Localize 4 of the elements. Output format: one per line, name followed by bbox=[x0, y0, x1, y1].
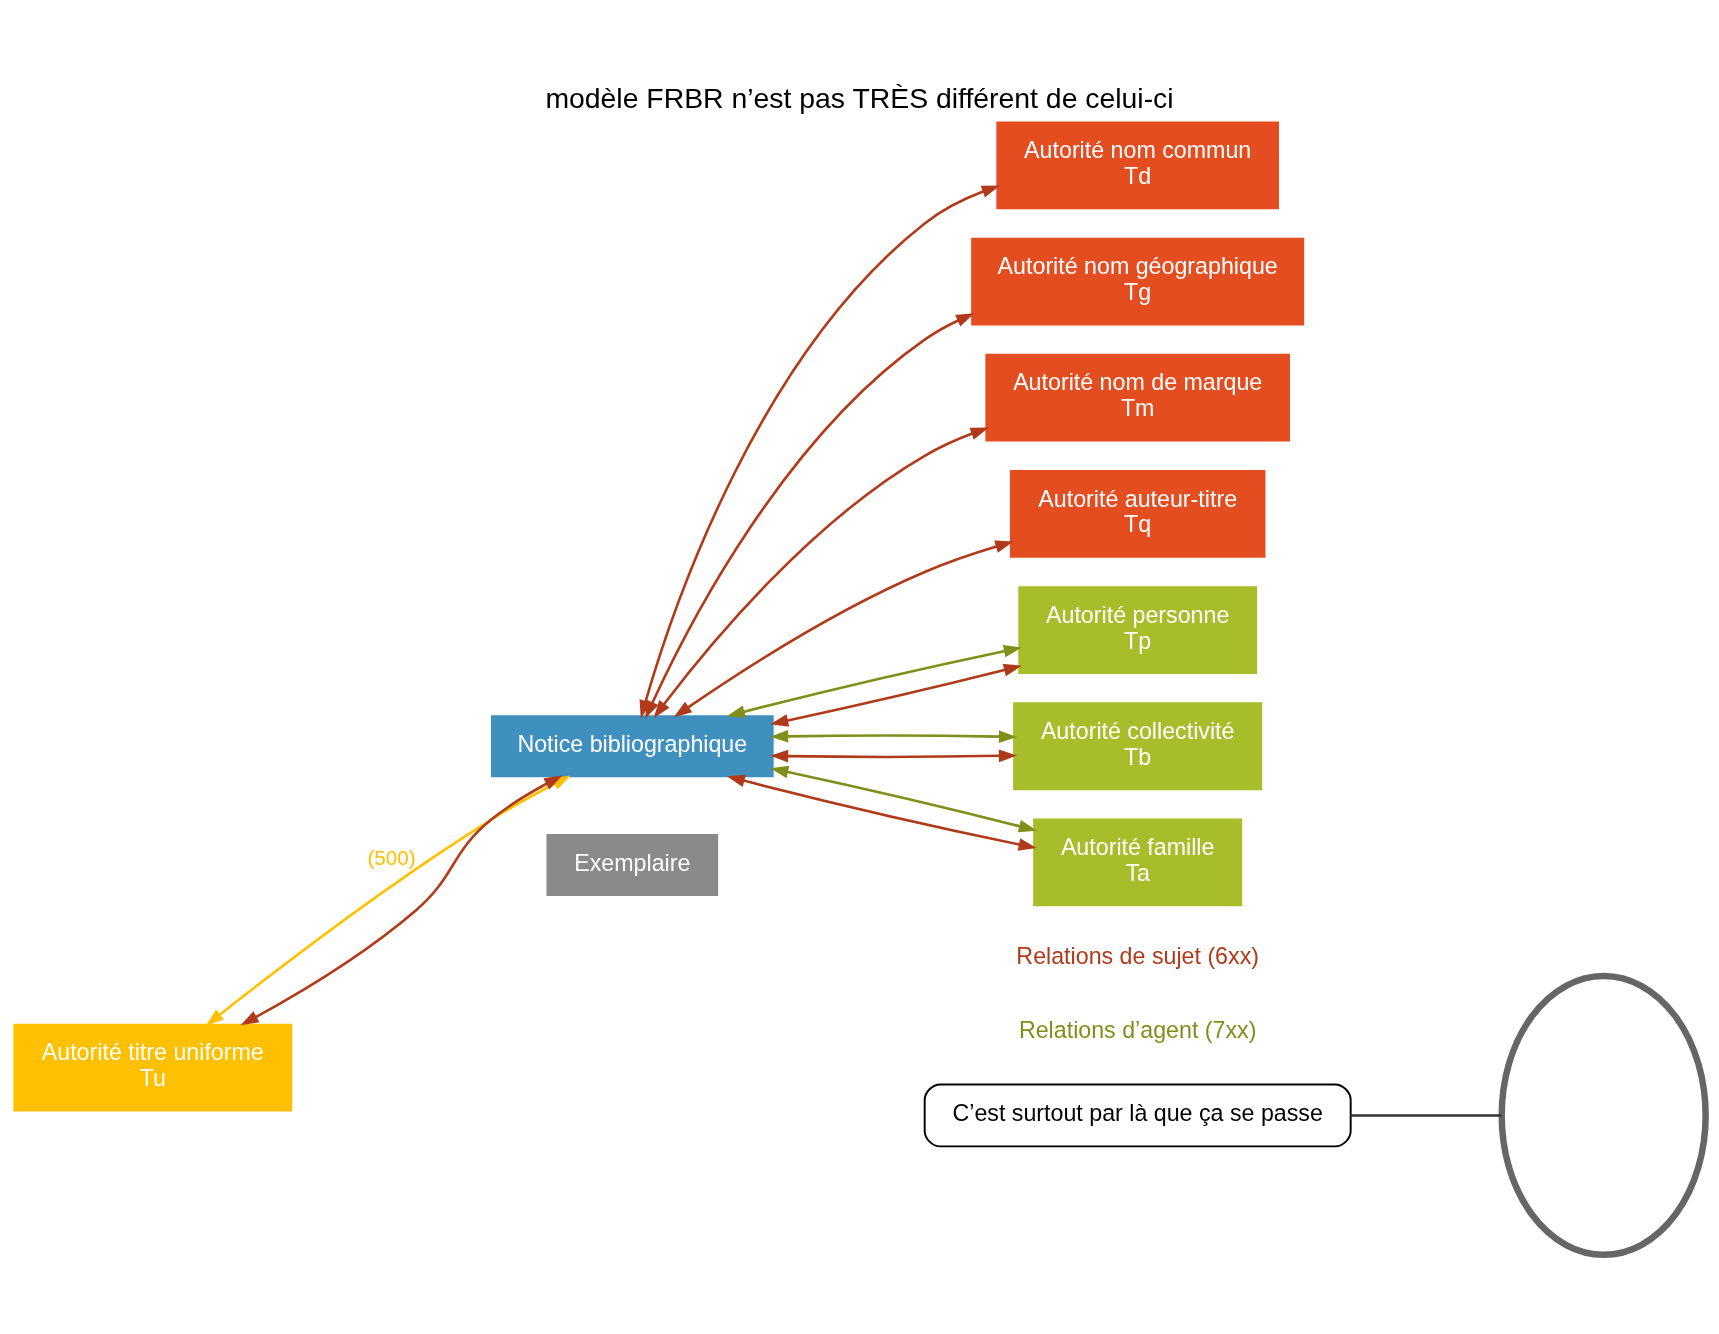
edge-label: (500) bbox=[367, 845, 416, 869]
label: Relations de sujet (6xx) bbox=[1016, 942, 1259, 969]
diagram-title: modèle FRBR n’est pas TRÈS différent de celui-ci bbox=[545, 81, 1174, 114]
label: Relations d’agent (7xx) bbox=[1018, 1016, 1257, 1043]
